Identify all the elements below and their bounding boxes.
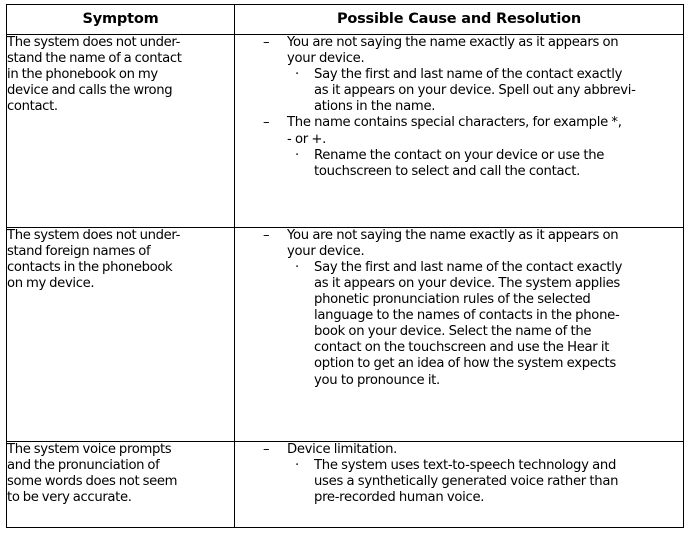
dash-marker-icon: –: [263, 115, 270, 131]
resolution-item: · The system uses text-to-speech technol…: [235, 458, 683, 506]
cause-item: – The name contains special characters, …: [235, 115, 683, 179]
table-body: The system does not under- stand the nam…: [6, 34, 684, 529]
cause-cell: – Device limitation. · The system uses t…: [234, 440, 684, 529]
cause-item: – You are not saying the name exactly as…: [235, 35, 683, 115]
cause-item: – Device limitation. · The system uses t…: [235, 442, 683, 506]
table-row: The system does not under- stand the nam…: [6, 34, 684, 228]
table-row: The system does not under- stand foreign…: [6, 226, 684, 442]
cause-list: – Device limitation. · The system uses t…: [235, 442, 683, 506]
cause-line: – Device limitation.: [235, 442, 683, 458]
cause-text: The name contains special characters, fo…: [287, 115, 622, 147]
bullet-marker-icon: ·: [295, 457, 299, 473]
cause-list: – You are not saying the name exactly as…: [235, 35, 683, 180]
symptom-text: The system voice prompts and the pronunc…: [7, 441, 178, 505]
resolution-list: · Say the first and last name of the con…: [235, 67, 683, 115]
resolution-list: · Rename the contact on your device or u…: [235, 148, 683, 180]
resolution-item: · Say the first and last name of the con…: [235, 260, 683, 389]
bullet-marker-icon: ·: [295, 147, 299, 163]
troubleshooting-table: Symptom Possible Cause and Resolution Th…: [6, 4, 684, 529]
table-header-row: Symptom Possible Cause and Resolution: [6, 4, 684, 35]
cause-text: Device limitation.: [287, 441, 398, 457]
cause-cell: – You are not saying the name exactly as…: [234, 34, 684, 228]
dash-marker-icon: –: [263, 35, 270, 50]
resolution-text: Say the first and last name of the conta…: [314, 67, 636, 115]
table-row: The system voice prompts and the pronunc…: [6, 440, 684, 529]
symptom-text: The system does not under- stand the nam…: [7, 35, 182, 115]
bullet-marker-icon: ·: [295, 259, 299, 275]
resolution-item: · Say the first and last name of the con…: [235, 67, 683, 115]
column-header-symptom: Symptom: [6, 4, 235, 35]
dash-marker-icon: –: [263, 227, 270, 243]
cause-text: You are not saying the name exactly as i…: [287, 35, 619, 67]
cause-cell: – You are not saying the name exactly as…: [234, 226, 684, 442]
symptom-cell: The system does not under- stand the nam…: [6, 34, 235, 228]
resolution-text: The system uses text-to-speech technolog…: [314, 457, 619, 505]
cause-line: – You are not saying the name exactly as…: [235, 35, 683, 67]
resolution-list: · Say the first and last name of the con…: [235, 260, 683, 389]
cause-line: – You are not saying the name exactly as…: [235, 228, 683, 260]
resolution-item: · Rename the contact on your device or u…: [235, 148, 683, 180]
symptom-cell: The system does not under- stand foreign…: [6, 226, 235, 442]
column-header-possible-cause-and-resolution: Possible Cause and Resolution: [234, 4, 684, 35]
bullet-marker-icon: ·: [295, 67, 299, 83]
cause-list: – You are not saying the name exactly as…: [235, 228, 683, 389]
cause-line: – The name contains special characters, …: [235, 115, 683, 147]
symptom-cell: The system voice prompts and the pronunc…: [6, 440, 235, 529]
symptom-text: The system does not under- stand foreign…: [7, 227, 181, 291]
resolution-text: Rename the contact on your device or use…: [314, 147, 605, 179]
cause-text: You are not saying the name exactly as i…: [287, 227, 619, 259]
resolution-text: Say the first and last name of the conta…: [314, 259, 623, 388]
dash-marker-icon: –: [263, 441, 270, 457]
cause-item: – You are not saying the name exactly as…: [235, 228, 683, 389]
resolution-list: · The system uses text-to-speech technol…: [235, 458, 683, 506]
